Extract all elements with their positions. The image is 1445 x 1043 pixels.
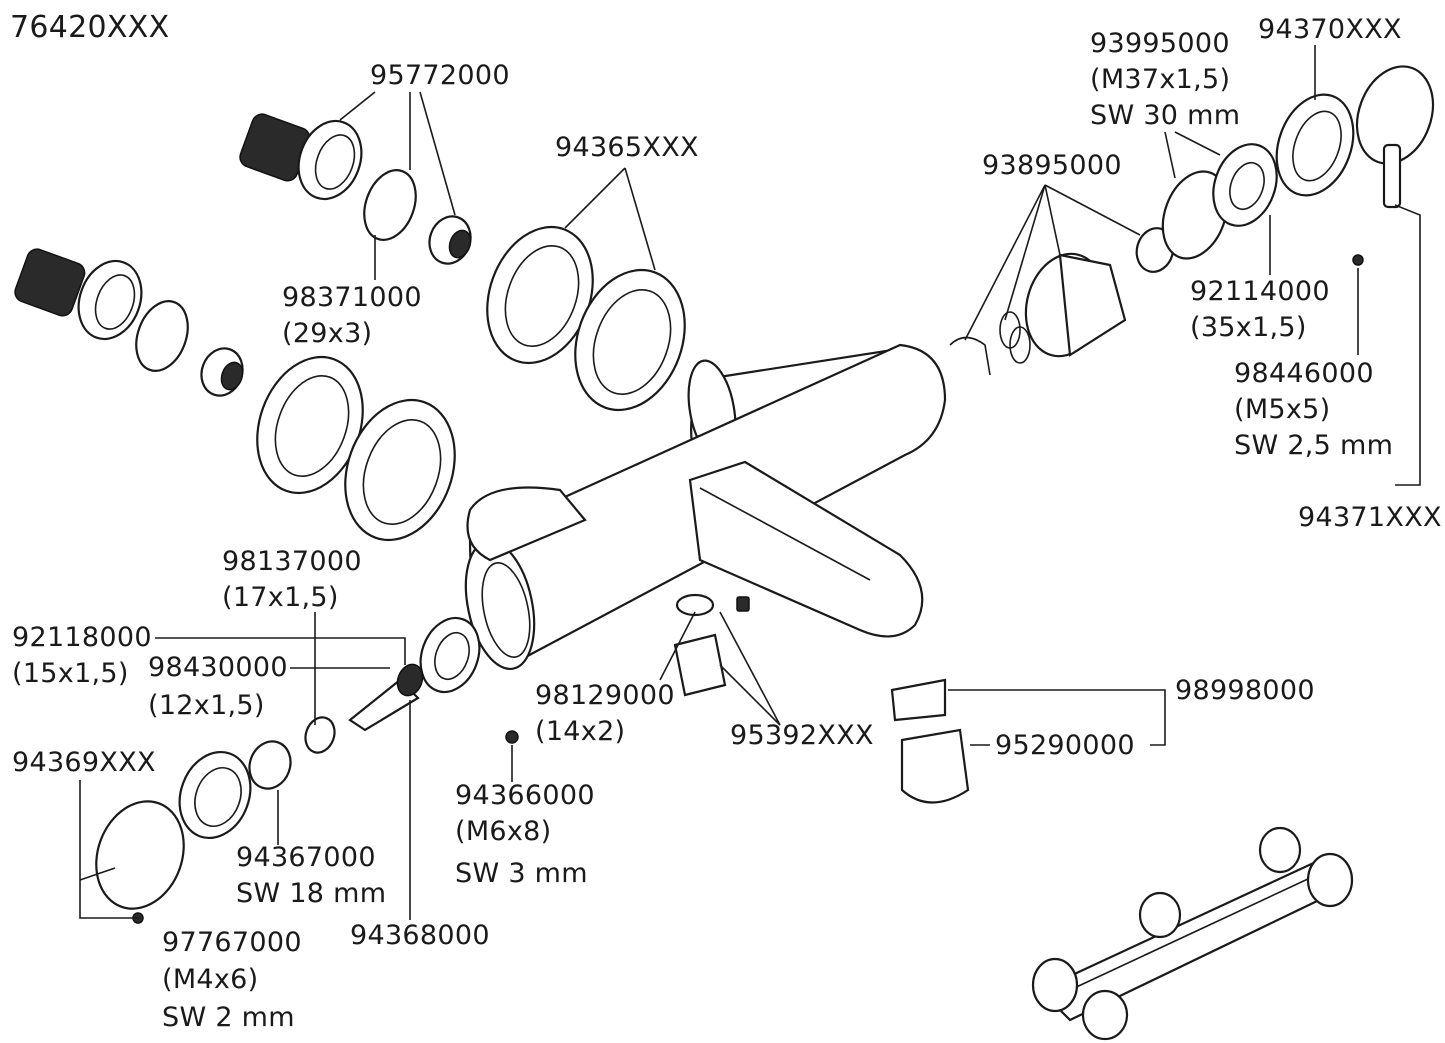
part-wrench-94367000: SW 18 mm xyxy=(236,878,387,909)
part-label-93995000: 93995000 xyxy=(1090,28,1230,59)
part-label-94369xxx: 94369XXX xyxy=(12,747,156,778)
upper-rosettes xyxy=(486,225,686,412)
part-label-92114000: 92114000 xyxy=(1190,276,1330,307)
part-spec-98129000: (14x2) xyxy=(535,716,626,747)
thermostat-group xyxy=(95,616,519,924)
part-spec-92118000: (15x1,5) xyxy=(12,658,129,689)
part-spec-98137000: (17x1,5) xyxy=(222,582,339,613)
part-label-94365xxx: 94365XXX xyxy=(555,132,699,163)
part-label-98371000: 98371000 xyxy=(282,282,422,313)
part-label-94370xxx: 94370XXX xyxy=(1258,14,1402,45)
part-wrench-93995000: SW 30 mm xyxy=(1090,100,1241,131)
part-label-95392xxx: 95392XXX xyxy=(730,720,874,751)
aerator-group xyxy=(673,593,970,804)
part-label-98430000: 98430000 xyxy=(148,652,288,683)
part-label-94367000: 94367000 xyxy=(236,842,376,873)
part-label-95772000: 95772000 xyxy=(370,60,510,91)
part-spec-98371000: (29x3) xyxy=(282,318,373,349)
part-label-94368000: 94368000 xyxy=(350,920,490,951)
part-spec-92114000: (35x1,5) xyxy=(1190,312,1307,343)
part-wrench-97767000: SW 2 mm xyxy=(162,1002,295,1033)
part-label-93895000: 93895000 xyxy=(982,150,1122,181)
part-label-94366000: 94366000 xyxy=(455,780,595,811)
mounting-bracket xyxy=(1031,826,1354,1041)
upper-inlet-group xyxy=(239,113,472,265)
part-spec-98446000: (M5x5) xyxy=(1234,394,1331,425)
part-label-97767000: 97767000 xyxy=(162,927,302,958)
model-number-title: 76420XXX xyxy=(10,10,170,45)
part-spec-93995000: (M37x1,5) xyxy=(1090,64,1231,95)
part-spec-98430000: (12x1,5) xyxy=(148,690,265,721)
lower-rosettes xyxy=(256,355,456,542)
leader-lines xyxy=(79,45,1421,920)
part-label-98446000: 98446000 xyxy=(1234,358,1374,389)
lower-inlet-group xyxy=(14,248,244,397)
part-label-94371xxx: 94371XXX xyxy=(1298,502,1442,533)
part-label-92118000: 92118000 xyxy=(12,622,152,653)
part-wrench-98446000: SW 2,5 mm xyxy=(1234,430,1394,461)
part-wrench-94366000: SW 3 mm xyxy=(455,858,588,889)
part-label-98998000: 98998000 xyxy=(1175,675,1315,706)
cartridge-group xyxy=(949,65,1435,376)
mixer-body xyxy=(464,343,947,671)
part-spec-94366000: (M6x8) xyxy=(455,816,552,847)
part-spec-97767000: (M4x6) xyxy=(162,964,259,995)
part-label-98129000: 98129000 xyxy=(535,680,675,711)
part-label-98137000: 98137000 xyxy=(222,546,362,577)
part-label-95290000: 95290000 xyxy=(995,730,1135,761)
